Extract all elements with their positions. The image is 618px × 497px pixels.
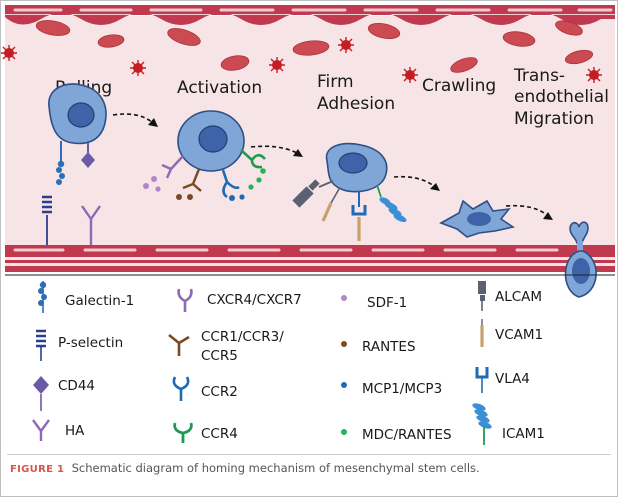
legend-rantes: RANTES xyxy=(362,339,416,355)
legend-mcp-icon xyxy=(341,382,347,388)
legend-col4: ALCAM VCAM1 VLA4 ICAM1 xyxy=(472,281,545,445)
legend-col1: Galectin-1 P-selectin CD44 HA xyxy=(32,281,134,441)
stage-endothelial: endothelial xyxy=(514,87,609,107)
vessel-lumen xyxy=(5,15,615,263)
legend-cxcr4: CXCR4/CXCR7 xyxy=(207,292,302,308)
legend-ccr4: CCR4 xyxy=(201,426,238,442)
legend-vla4: VLA4 xyxy=(495,371,530,387)
legend-icam1: ICAM1 xyxy=(502,426,545,442)
stage-adhesion: Adhesion xyxy=(317,94,395,114)
rolling-cell xyxy=(48,83,107,185)
legend-col3: SDF-1 RANTES MCP1/MCP3 MDC/RANTES xyxy=(341,295,452,443)
legend-cxcr4-icon xyxy=(177,288,193,312)
legend-cd44-icon xyxy=(33,376,49,411)
homing-diagram: Rolling Activation Firm Adhesion Crawlin… xyxy=(1,5,615,445)
legend-galectin: Galectin-1 xyxy=(65,293,134,309)
firm-adhesion-cell xyxy=(292,142,407,241)
legend-ccr4-icon xyxy=(173,422,193,443)
legend-galectin-icon xyxy=(38,281,47,313)
legend-ha: HA xyxy=(65,423,85,439)
legend-alcam: ALCAM xyxy=(495,289,542,305)
legend-alcam-icon xyxy=(478,281,486,311)
caption-text: Schematic diagram of homing mechanism of… xyxy=(71,461,480,475)
vessel-bottom-wall xyxy=(5,245,615,272)
legend-ccr2-icon xyxy=(172,376,190,401)
red-blood-cells xyxy=(35,20,594,73)
legend-sdf1-icon xyxy=(341,295,347,301)
activation-cell xyxy=(143,110,266,201)
arrow-heads xyxy=(148,118,553,220)
legend-mdc-icon xyxy=(341,429,347,435)
legend-ccr1-icon xyxy=(168,333,190,356)
legend-pselectin: P-selectin xyxy=(58,335,123,351)
legend-mcp: MCP1/MCP3 xyxy=(362,381,442,397)
legend-ccr1: CCR1/CCR3/ xyxy=(201,329,284,345)
legend-icam1-icon xyxy=(472,403,492,445)
stage-trans: Trans- xyxy=(513,66,565,86)
legend-ccr2: CCR2 xyxy=(201,384,238,400)
endothelial-pselectin-ha xyxy=(42,195,101,245)
legend-rantes-icon xyxy=(341,341,347,347)
stage-crawling: Crawling xyxy=(422,76,496,96)
platelets xyxy=(1,37,602,83)
progression-arrows xyxy=(112,113,548,216)
legend-sdf1: SDF-1 xyxy=(367,295,407,311)
figure-caption: FIGURE 1 Schematic diagram of homing mec… xyxy=(10,461,610,475)
crawling-cell xyxy=(439,199,516,238)
legend-ccr5: CCR5 xyxy=(201,348,238,364)
legend-vla4-icon xyxy=(475,367,489,393)
legend-ha-icon xyxy=(32,419,50,441)
stage-activation: Activation xyxy=(177,78,262,98)
legend-col2: CXCR4/CXCR7 CCR1/CCR3/ CCR5 CCR2 CCR4 xyxy=(168,288,302,443)
legend-vcam1: VCAM1 xyxy=(495,327,543,343)
legend-mdc: MDC/RANTES xyxy=(362,427,452,443)
vessel-top-wall xyxy=(5,5,615,25)
stage-migration: Migration xyxy=(514,109,594,129)
legend-pselectin-icon xyxy=(36,329,46,361)
caption-rule xyxy=(7,454,611,455)
legend-cd44: CD44 xyxy=(58,378,95,394)
stage-firm: Firm xyxy=(317,72,354,92)
migrating-cell xyxy=(564,221,597,298)
caption-label: FIGURE 1 xyxy=(10,464,65,475)
